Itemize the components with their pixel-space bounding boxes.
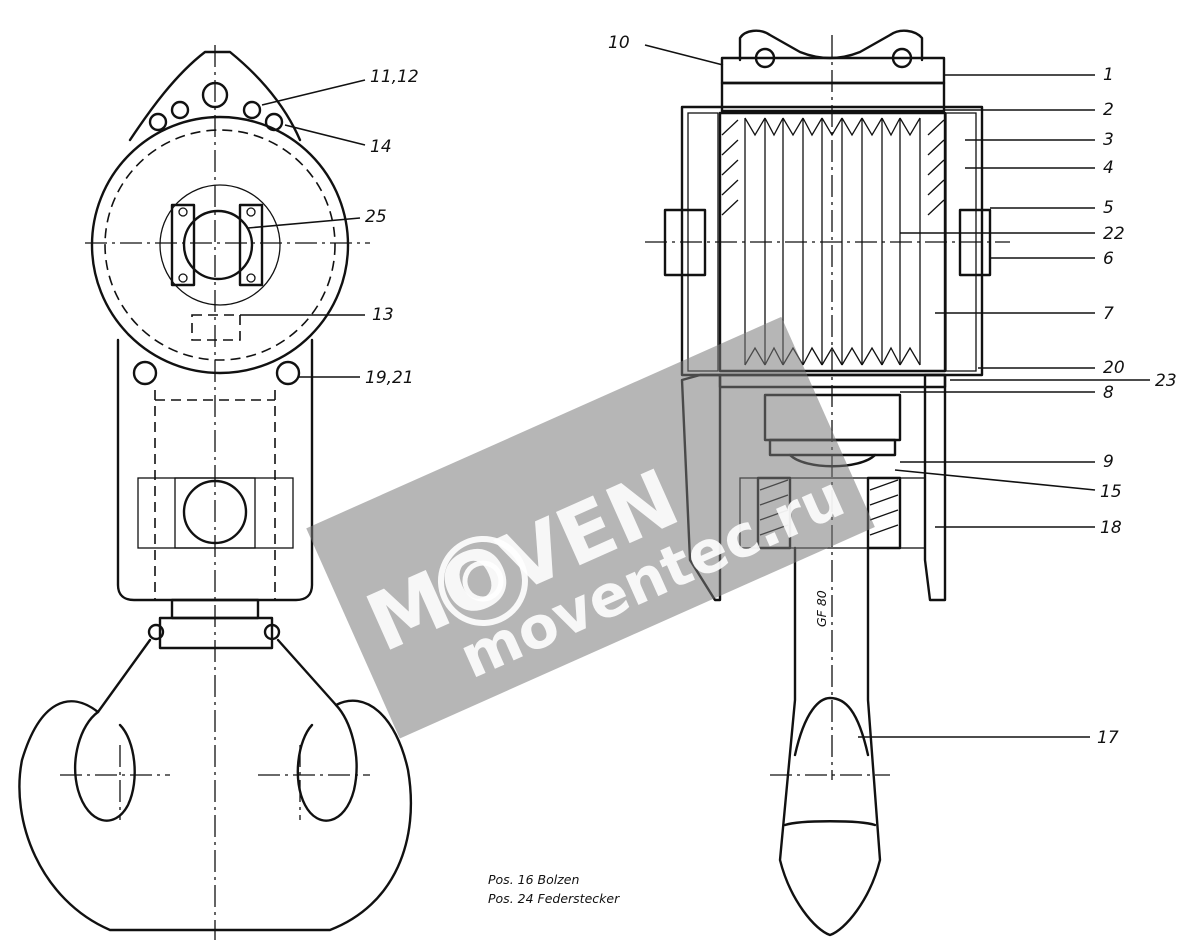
- shank-marking: GF 80: [814, 590, 829, 627]
- watermark-band: [306, 316, 875, 739]
- watermark-logo-icon: [437, 536, 528, 627]
- label-11-12: 11,12: [370, 67, 419, 87]
- label-4: 4: [1103, 158, 1114, 178]
- label-3: 3: [1103, 130, 1114, 150]
- label-13: 13: [372, 305, 394, 325]
- label-15: 15: [1100, 482, 1122, 502]
- note-pos16: Pos. 16 Bolzen: [488, 872, 579, 887]
- label-6: 6: [1103, 249, 1114, 269]
- watermark: MOVEN moventec.ru: [306, 316, 875, 739]
- label-19-21: 19,21: [365, 368, 414, 388]
- label-23: 23: [1155, 371, 1177, 391]
- side-view: [18, 45, 413, 940]
- label-7: 7: [1103, 304, 1114, 324]
- label-17: 17: [1097, 728, 1119, 748]
- label-10: 10: [608, 33, 630, 53]
- label-25: 25: [365, 207, 387, 227]
- leaders: [240, 44, 1150, 738]
- label-1: 1: [1103, 65, 1114, 85]
- label-8: 8: [1103, 383, 1114, 403]
- label-20: 20: [1103, 358, 1125, 378]
- label-2: 2: [1103, 100, 1114, 120]
- part-labels: 10 11,12 14 25 13 19,21 1 2 3 4 5 22 6 7…: [365, 33, 1177, 748]
- label-22: 22: [1103, 224, 1125, 244]
- label-14: 14: [370, 137, 392, 157]
- label-18: 18: [1100, 518, 1122, 538]
- label-5: 5: [1103, 198, 1114, 218]
- label-9: 9: [1103, 452, 1114, 472]
- note-pos24: Pos. 24 Federstecker: [488, 891, 620, 906]
